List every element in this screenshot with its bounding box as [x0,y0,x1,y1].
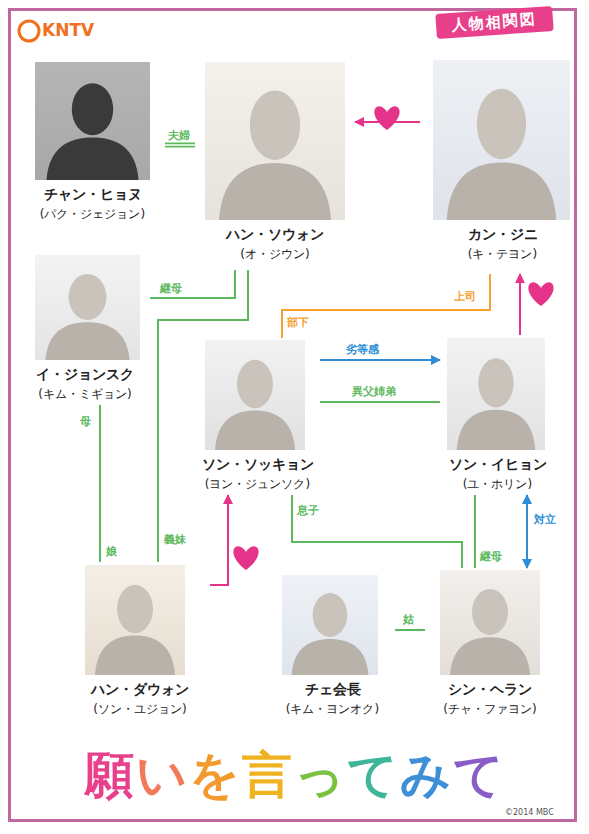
relation-label: 母 [80,414,91,429]
character-name: ハン・ソウォン [195,224,355,244]
character-photo [35,255,140,360]
character-card: シン・ヘラン(チャ・ファヨン) [425,568,555,720]
character-card: ハン・ソウォン(オ・ジウン) [195,58,355,270]
relation-path [519,274,521,335]
portrait-silhouette [447,338,545,450]
heart-symbol [374,106,399,130]
character-photo [205,62,345,220]
character-card: ハン・ダウォン(ソン・ユジョン) [70,562,210,720]
portrait-silhouette [282,575,378,675]
character-name: ハン・ダウォン [70,679,210,699]
character-card: ソン・ソッキョン(ヨン・ジュンソク) [195,338,320,495]
relation-line [320,360,440,361]
character-name: シン・ヘラン [425,679,555,699]
relation-line [475,495,476,568]
relation-label: 娘 [106,544,117,559]
character-card: チャン・ヒョヌ(パク・ジェジョン) [20,58,165,228]
relation-path [355,121,420,123]
character-photo [35,62,150,180]
relation-line [527,495,528,568]
character-photo [440,570,540,675]
character-name: チェ会長 [270,679,395,699]
relation-label: 対立 [534,512,556,527]
actor-name: (ソン・ユジョン) [70,700,210,718]
portrait-silhouette [35,255,140,360]
character-card: イ・ジョンスク(キム・ミギョン) [20,252,150,405]
character-name: ソン・ソッキョン [195,454,320,474]
actor-name: (ヨン・ジュンソク) [195,475,320,493]
copyright-note: ©2014 MBC [505,808,554,817]
character-photo [282,575,378,675]
heart-symbol [528,282,553,306]
portrait-silhouette [205,340,305,450]
relation-label: 夫婦 [168,128,190,143]
relation-path [210,495,228,585]
relation-line [320,402,440,403]
character-name: イ・ジョンスク [20,364,150,384]
character-card: チェ会長(キム・ヨンオク) [270,572,395,720]
actor-name: (チャ・ファヨン) [425,700,555,718]
relation-line [292,495,462,568]
relation-label: 義妹 [164,532,186,547]
portrait-silhouette [433,60,570,220]
actor-name: (ユ・ホリン) [440,475,555,493]
relation-path [320,359,440,361]
relation-path [292,495,462,568]
actor-name: (キ・テヨン) [420,245,585,263]
character-name: チャン・ヒョヌ [20,184,165,204]
character-card: カン・ジニ(キ・テヨン) [420,56,585,274]
actor-name: (オ・ジウン) [195,245,355,263]
double-line-gap [165,144,195,146]
character-card: ソン・イヒョン(ユ・ホリン) [440,335,555,495]
portrait-silhouette [85,565,185,675]
relation-label: 継母 [160,281,182,296]
drama-title: 願いを言ってみて [84,742,506,809]
relation-label: 姑 [403,612,414,627]
logo-text: KNTV [42,20,94,40]
character-name: ソン・イヒョン [440,454,555,474]
relation-label: 部下 [287,315,309,330]
relation-line [100,405,101,562]
relation-path [99,405,101,562]
portrait-silhouette [35,62,150,180]
relation-path [150,270,235,298]
relation-path [165,143,195,148]
actor-name: (キム・ミギョン) [20,385,150,403]
relation-line [520,274,521,335]
character-photo [85,565,185,675]
heart-symbol [233,546,258,570]
relation-path [526,495,528,568]
actor-name: (キム・ヨンオク) [270,700,395,718]
logo-mark [19,21,39,41]
relation-line [150,270,235,298]
relation-path [282,274,490,338]
relation-label: 上司 [454,289,476,304]
relation-label: 息子 [297,503,319,518]
character-photo [433,60,570,220]
relation-line [210,495,228,585]
relation-line [165,145,195,146]
relation-line [282,274,490,338]
relation-label: 異父姉弟 [352,384,396,399]
relation-path [395,629,425,631]
relation-path [320,401,440,403]
relation-line [355,122,420,123]
character-name: カン・ジニ [420,224,585,244]
chart-tab: 人物相関図 [435,6,553,39]
actor-name: (パク・ジェジョン) [20,205,165,223]
relation-path [474,495,476,568]
portrait-silhouette [205,62,345,220]
portrait-silhouette [440,570,540,675]
character-photo [205,340,305,450]
character-photo [447,338,545,450]
relation-label: 継母 [480,549,502,564]
relation-label: 劣等感 [346,342,379,357]
relation-line [395,630,425,631]
